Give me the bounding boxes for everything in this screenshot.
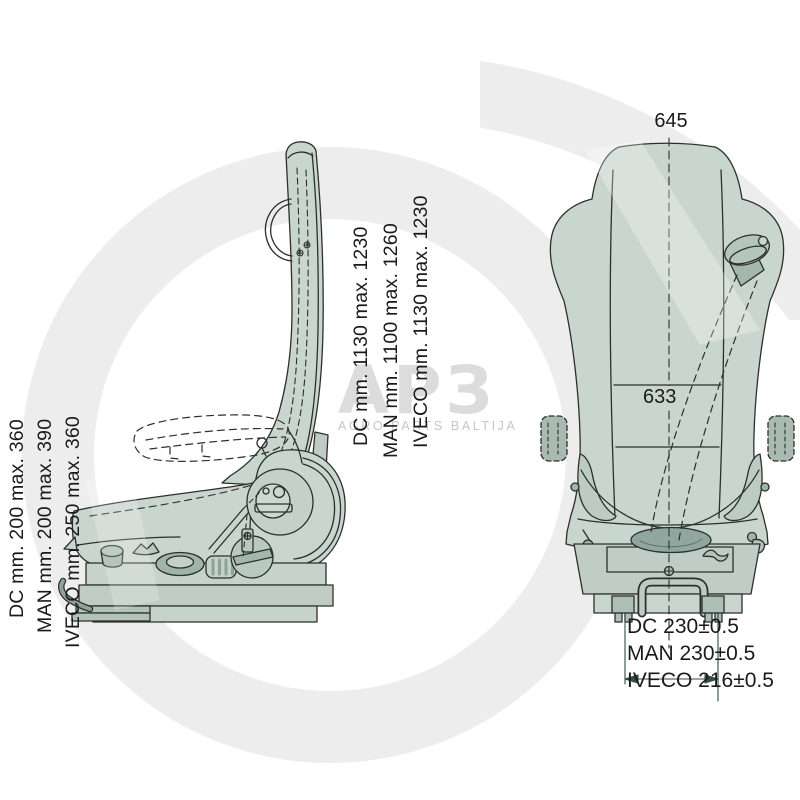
watermark-subtitle: AGRO PARTS BALTIJA (338, 419, 518, 433)
dim-label-rail-iveco: IVECO 216±0.5 (627, 669, 774, 692)
dim-label-backrest-man: MAN mm. 1100 max. 1260 (380, 223, 402, 458)
back-armrest-pads (540, 415, 795, 462)
watermark-logo: АРЗ (338, 352, 497, 429)
headrest-handle (264, 198, 293, 262)
dim-label-backrest-iveco: IVECO mm. 1130 max. 1230 (410, 195, 432, 448)
cushion-controls (100, 542, 237, 579)
watermark-swoosh-overlay (85, 140, 760, 610)
backrest-fasteners (296, 241, 311, 257)
dim-label-633: 633 (640, 386, 680, 409)
seatbelt-guide (724, 234, 770, 287)
dim-label-height-iveco: IVECO mm. 250 max. 360 (62, 416, 84, 648)
seat-back-view-drawing (540, 142, 795, 623)
seat-base (71, 562, 334, 623)
lumbar-oval (630, 526, 712, 554)
seat-side-view-drawing (58, 141, 346, 623)
back-base (573, 543, 761, 623)
side-backrest (221, 141, 324, 488)
seatbelt-dashed (650, 274, 758, 541)
dim-label-rail-man: MAN 230±0.5 (627, 642, 756, 665)
side-armrest-dashed (133, 414, 290, 462)
dim-label-rails: DC 230±0.5 MAN 230±0.5 IVECO 216±0.5 (627, 613, 774, 694)
dim-label-height-dc: DC mm. 200 max. 360 (6, 419, 28, 618)
recliner-knobs (208, 468, 314, 579)
dim-label-645: 645 (654, 110, 688, 132)
dim-label-rail-dc: DC 230±0.5 (627, 615, 739, 638)
dim-label-backrest-dc: DC mm. 1130 max. 1230 (350, 226, 372, 446)
dim-label-height-man: MAN mm. 200 max. 390 (34, 418, 56, 633)
